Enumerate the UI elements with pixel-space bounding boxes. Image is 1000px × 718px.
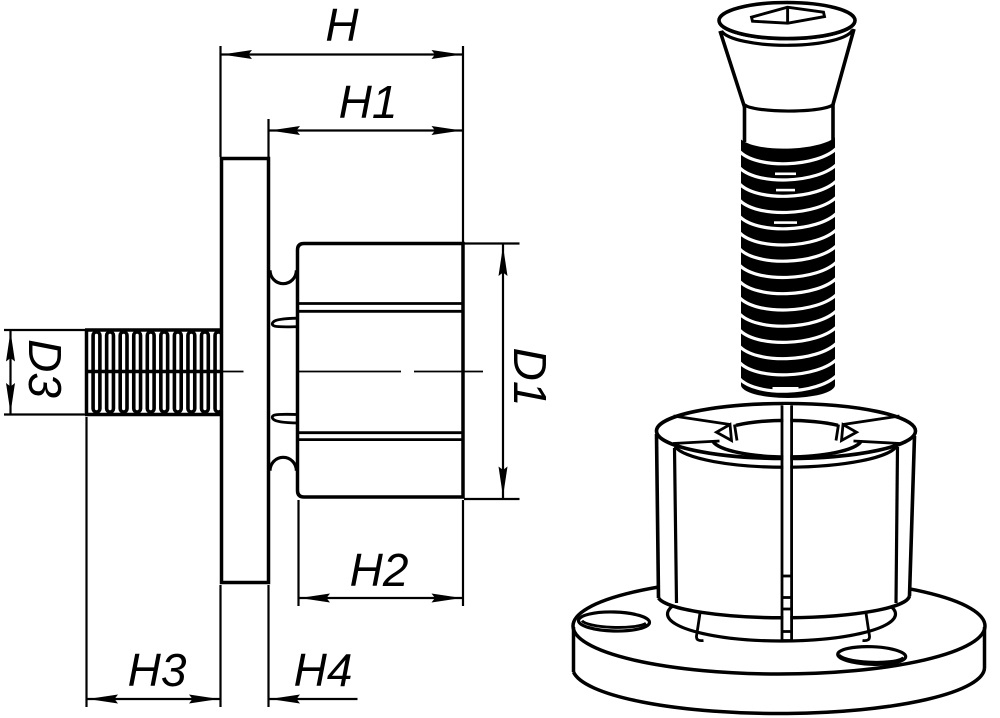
svg-text:D3: D3 bbox=[19, 339, 71, 398]
svg-text:D1: D1 bbox=[504, 348, 556, 407]
svg-text:H2: H2 bbox=[350, 544, 409, 596]
svg-text:H1: H1 bbox=[339, 76, 398, 128]
svg-text:H4: H4 bbox=[294, 644, 353, 696]
svg-text:H3: H3 bbox=[128, 644, 187, 696]
svg-text:H: H bbox=[325, 0, 359, 51]
